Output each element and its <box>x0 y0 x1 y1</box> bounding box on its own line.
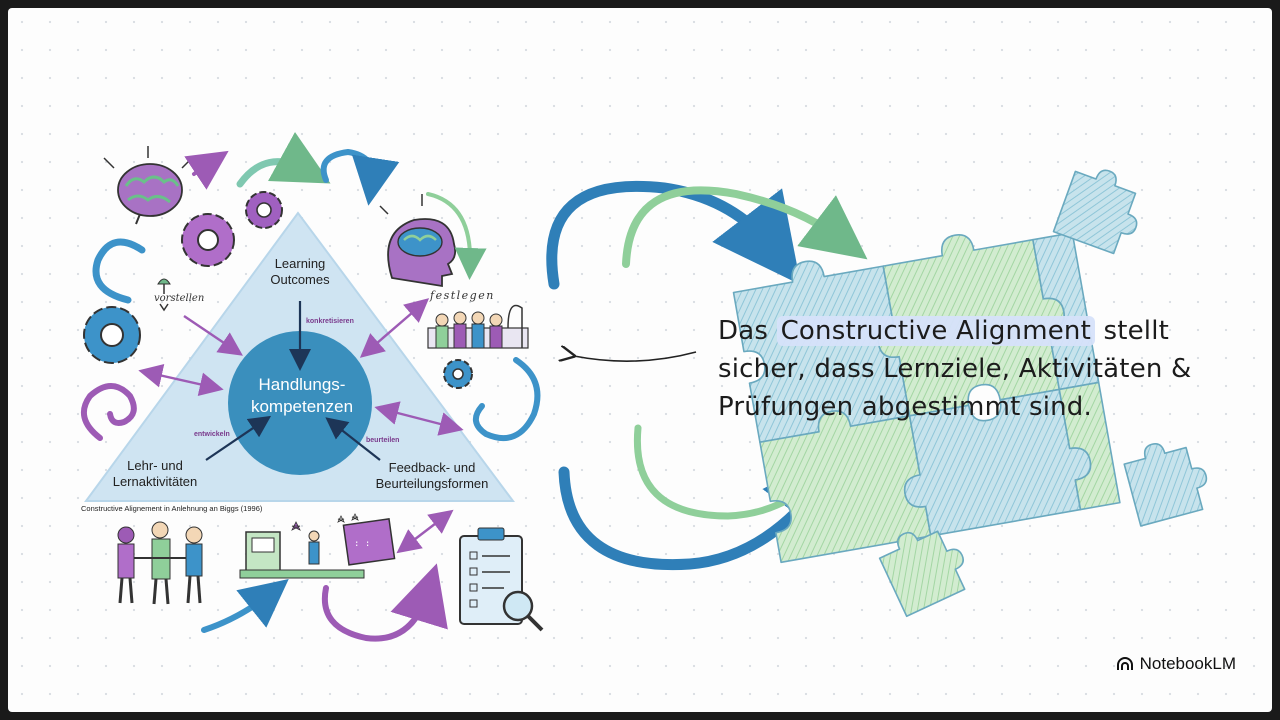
sketch-label-left: vorstellen <box>154 293 204 304</box>
label-learning-outcomes-2: Outcomes <box>270 272 330 287</box>
curved-arrow-icon <box>236 131 331 188</box>
gear-icon <box>181 213 235 267</box>
illustration: Learning Outcomes Handlungs- kompetenzen… <box>80 131 1208 642</box>
big-arrow-top-green <box>622 186 868 268</box>
workshop-icon: : : <box>239 513 396 579</box>
big-arrow-top-blue <box>546 180 801 290</box>
big-arrow-bottom-blue <box>558 444 851 571</box>
team-handshake-icon <box>117 521 203 605</box>
label-lehr-1: Lehr- und <box>127 458 183 473</box>
notebooklm-brand: NotebookLM <box>1116 654 1236 674</box>
brain-icon <box>103 146 193 225</box>
curved-arrow-icon <box>201 579 289 633</box>
verb-top: konkretisieren <box>306 318 354 325</box>
label-learning-outcomes-1: Learning <box>275 256 326 271</box>
slide-canvas: Learning Outcomes Handlungs- kompetenzen… <box>8 8 1272 712</box>
label-lehr-2: Lernaktivitäten <box>113 474 198 489</box>
brand-name: NotebookLM <box>1139 654 1236 673</box>
gear-icon <box>443 359 473 389</box>
notebooklm-logo-icon <box>1116 657 1133 670</box>
sketch-label-right: festlegen <box>429 289 495 302</box>
lightbulb-icon <box>157 278 171 312</box>
caption-part2: stellt sicher, dass Lernziele, Aktivität… <box>718 316 1192 422</box>
gear-icon <box>83 306 141 364</box>
caption-part1: Das <box>718 316 777 346</box>
label-center-2: kompetenzen <box>251 397 353 416</box>
swirl-icon <box>92 238 146 304</box>
verb-right: beurteilen <box>366 437 399 444</box>
svg-text:: :: : : <box>354 539 370 549</box>
label-center-1: Handlungs- <box>259 375 346 394</box>
head-brain-icon <box>379 194 457 288</box>
audience-icon <box>427 304 529 349</box>
diagram-footnote: Constructive Alignement in Anlehnung an … <box>81 504 263 513</box>
thin-arrow-left <box>574 352 697 361</box>
swirl-icon <box>473 357 541 441</box>
verb-left: entwickeln <box>194 431 230 438</box>
curved-arrow-icon <box>320 148 400 206</box>
curved-arrow-icon <box>321 563 448 642</box>
gear-icon <box>245 191 283 229</box>
swirl-icon <box>80 383 137 441</box>
curved-arrow-icon <box>426 192 487 280</box>
clipboard-checklist-icon <box>459 527 544 632</box>
caption-text: Das Constructive Alignment stellt sicher… <box>718 312 1238 426</box>
label-feedback-2: Beurteilungsformen <box>376 476 489 491</box>
puzzle-icon <box>732 169 1208 618</box>
curved-arrow-icon <box>184 150 229 190</box>
caption-highlight: Constructive Alignment <box>776 316 1095 346</box>
label-feedback-1: Feedback- und <box>389 460 476 475</box>
